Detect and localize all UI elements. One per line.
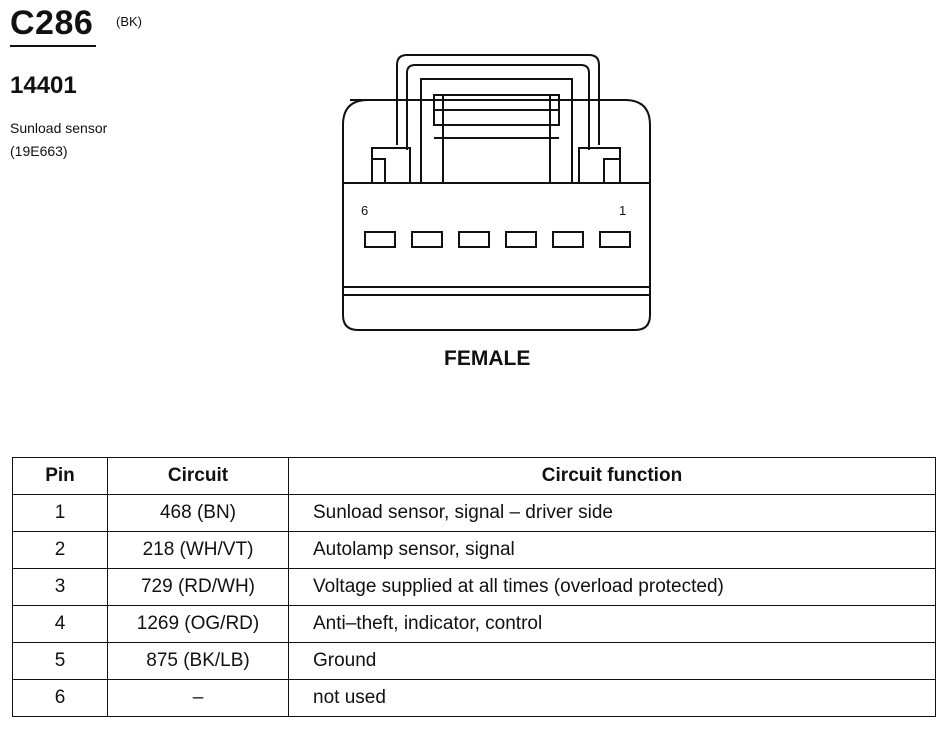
- header-pin: Pin: [12, 457, 108, 495]
- connector-id-underline: [10, 45, 96, 47]
- table-row: 1 468 (BN) Sunload sensor, signal – driv…: [12, 494, 936, 532]
- circuit-cell: 1269 (OG/RD): [107, 605, 289, 643]
- connector-color-code: (BK): [116, 14, 142, 29]
- pin-cell: 6: [12, 679, 108, 717]
- circuit-cell: –: [107, 679, 289, 717]
- pin-cavity: [599, 231, 631, 248]
- pin-label-1: 1: [619, 203, 626, 218]
- pin-cavity: [411, 231, 443, 248]
- pin-cell: 5: [12, 642, 108, 680]
- table-row: 5 875 (BK/LB) Ground: [12, 642, 936, 680]
- function-cell: Ground: [288, 642, 936, 680]
- header-circuit: Circuit: [107, 457, 289, 495]
- table-row: 3 729 (RD/WH) Voltage supplied at all ti…: [12, 568, 936, 606]
- table-row: 2 218 (WH/VT) Autolamp sensor, signal: [12, 531, 936, 569]
- function-cell: Sunload sensor, signal – driver side: [288, 494, 936, 532]
- table-header-row: Pin Circuit Circuit function: [12, 457, 936, 495]
- pinout-table: Pin Circuit Circuit function 1 468 (BN) …: [12, 457, 936, 717]
- left-shoulder: [371, 147, 411, 183]
- connector-gender-label: FEMALE: [444, 347, 531, 370]
- function-cell: Voltage supplied at all times (overload …: [288, 568, 936, 606]
- header-circuit-function: Circuit function: [288, 457, 936, 495]
- table-row: 4 1269 (OG/RD) Anti–theft, indicator, co…: [12, 605, 936, 643]
- component-code: (19E663): [10, 143, 68, 159]
- function-cell: not used: [288, 679, 936, 717]
- pin-cavity: [364, 231, 396, 248]
- part-number: 14401: [10, 72, 77, 99]
- connector-body: [342, 99, 651, 331]
- connector-face-diagram: 6 1: [342, 54, 651, 331]
- function-cell: Anti–theft, indicator, control: [288, 605, 936, 643]
- circuit-cell: 468 (BN): [107, 494, 289, 532]
- component-description: Sunload sensor: [10, 120, 108, 136]
- pin-cavity: [552, 231, 584, 248]
- table-row: 6 – not used: [12, 679, 936, 717]
- circuit-cell: 875 (BK/LB): [107, 642, 289, 680]
- right-shoulder: [578, 147, 621, 183]
- function-cell: Autolamp sensor, signal: [288, 531, 936, 569]
- locking-tab: [396, 54, 600, 145]
- circuit-cell: 218 (WH/VT): [107, 531, 289, 569]
- pin-cavity: [458, 231, 490, 248]
- circuit-cell: 729 (RD/WH): [107, 568, 289, 606]
- pin-label-6: 6: [361, 203, 368, 218]
- pin-cell: 1: [12, 494, 108, 532]
- pin-cell: 2: [12, 531, 108, 569]
- pin-cell: 4: [12, 605, 108, 643]
- pin-cell: 3: [12, 568, 108, 606]
- pin-cavity: [505, 231, 537, 248]
- connector-id: C286: [10, 4, 94, 42]
